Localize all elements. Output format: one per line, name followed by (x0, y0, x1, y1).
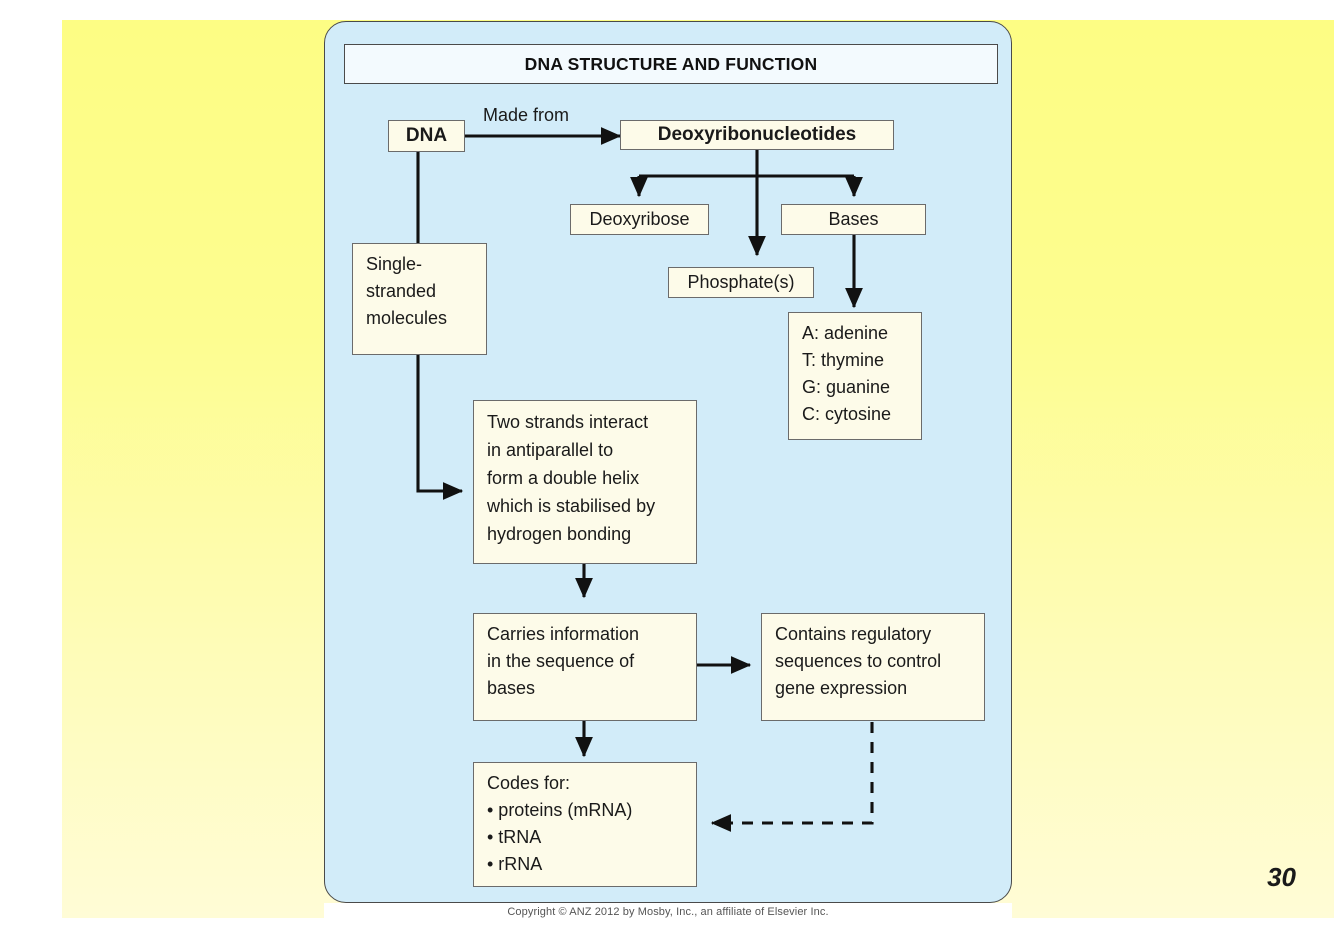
node-base-list-label: A: adenine T: thymine G: guanine C: cyto… (802, 323, 892, 424)
node-codes-for-item-2: • tRNA (487, 827, 542, 847)
copyright-strip (324, 903, 1012, 939)
node-deoxyribonucleotides-label: Deoxyribonucleotides (657, 124, 857, 145)
node-dna[interactable]: DNA (388, 120, 465, 152)
edge-label-made-from: Made from (483, 105, 570, 125)
node-codes-for-heading: Codes for: (487, 773, 571, 793)
node-two-strands-label: Two strands interact in antiparallel to … (487, 412, 656, 544)
node-deoxyribose[interactable]: Deoxyribose (570, 204, 709, 235)
node-contains-regulatory[interactable]: Contains regulatory sequences to control… (761, 613, 985, 721)
node-phosphates[interactable]: Phosphate(s) (668, 267, 814, 298)
page-number: 30 (1267, 862, 1296, 892)
node-codes-for-item-1: • proteins (mRNA) (487, 800, 633, 820)
node-single-stranded-molecules[interactable]: Single- stranded molecules (352, 243, 487, 355)
node-base-list[interactable]: A: adenine T: thymine G: guanine C: cyto… (788, 312, 922, 440)
node-deoxyribonucleotides[interactable]: Deoxyribonucleotides (620, 120, 894, 150)
diagram-title-box: DNA STRUCTURE AND FUNCTION (344, 44, 998, 84)
node-carries-information-label: Carries information in the sequence of b… (487, 624, 640, 698)
node-contains-regulatory-label: Contains regulatory sequences to control… (775, 624, 942, 698)
node-dna-label: DNA (405, 125, 448, 146)
node-bases-label: Bases (828, 209, 879, 229)
node-single-stranded-molecules-label: Single- stranded molecules (366, 254, 448, 328)
copyright-notice: Copyright © ANZ 2012 by Mosby, Inc., an … (507, 906, 829, 918)
node-codes-for-item-3: • rRNA (487, 854, 543, 874)
node-bases[interactable]: Bases (781, 204, 926, 235)
node-two-strands[interactable]: Two strands interact in antiparallel to … (473, 400, 697, 564)
diagram-title: DNA STRUCTURE AND FUNCTION (524, 53, 818, 74)
node-phosphates-label: Phosphate(s) (687, 272, 795, 292)
node-deoxyribose-label: Deoxyribose (589, 209, 690, 229)
node-codes-for[interactable]: Codes for: • proteins (mRNA) • tRNA • rR… (473, 762, 697, 887)
node-carries-information[interactable]: Carries information in the sequence of b… (473, 613, 697, 721)
